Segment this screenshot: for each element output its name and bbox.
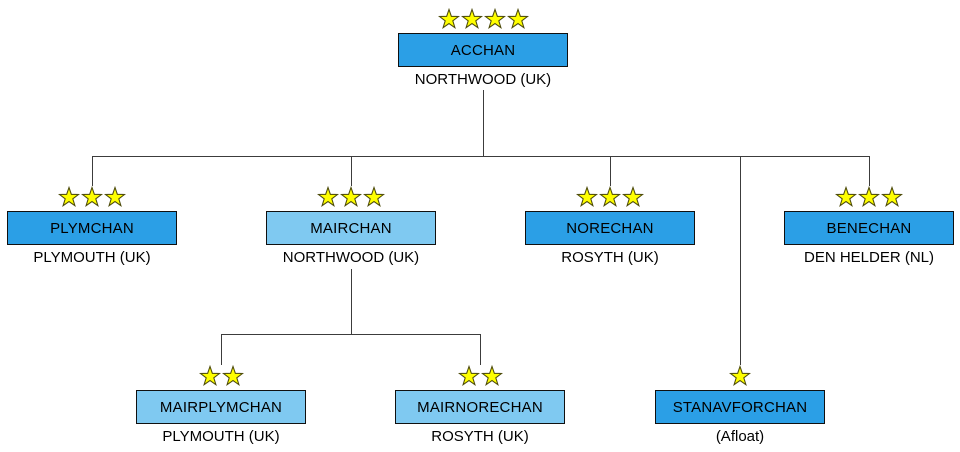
star-icon [622, 186, 644, 207]
connector-mairchan-bus [221, 334, 481, 335]
connector-mairchan-drop [351, 156, 352, 186]
connector-mairnorechan-drop [480, 334, 481, 365]
command-name: STANAVFORCHAN [672, 398, 808, 416]
star-icon [437, 8, 460, 29]
connector-norechan-drop [610, 156, 611, 186]
star-icon [104, 186, 126, 207]
org-node-benechan: BENECHAN DEN HELDER (NL) [784, 185, 954, 266]
command-name: MAIRNORECHAN [417, 398, 543, 416]
connector-mairplymchan-drop [221, 334, 222, 365]
star-icon [221, 365, 244, 386]
star-icon [198, 365, 221, 386]
command-name: NORECHAN [566, 219, 654, 237]
star-icon [858, 186, 880, 207]
rank-stars [525, 185, 695, 207]
location-label: ROSYTH (UK) [561, 249, 659, 266]
connector-main-bus [92, 156, 870, 157]
command-box: MAIRCHAN [266, 211, 436, 245]
connector-plymchan-drop [92, 156, 93, 186]
star-icon [340, 186, 362, 207]
command-name: ACCHAN [450, 41, 516, 59]
location-label: NORTHWOOD (UK) [414, 71, 552, 88]
rank-stars [7, 185, 177, 207]
connector-benechan-drop [869, 156, 870, 186]
star-icon [835, 186, 857, 207]
rank-stars [398, 7, 568, 29]
command-name: PLYMCHAN [50, 219, 134, 237]
rank-stars [655, 364, 825, 386]
command-box: BENECHAN [784, 211, 954, 245]
org-node-mairplymchan: MAIRPLYMCHAN PLYMOUTH (UK) [136, 364, 306, 445]
star-icon [729, 365, 751, 386]
star-icon [483, 8, 506, 29]
star-icon [58, 186, 80, 207]
star-icon [480, 365, 503, 386]
command-box: STANAVFORCHAN [655, 390, 825, 424]
command-box: MAIRNORECHAN [395, 390, 565, 424]
org-node-norechan: NORECHAN ROSYTH (UK) [525, 185, 695, 266]
star-icon [599, 186, 621, 207]
location-label: (Afloat) [715, 428, 765, 445]
location-label: ROSYTH (UK) [431, 428, 529, 445]
star-icon [363, 186, 385, 207]
command-name: BENECHAN [826, 219, 912, 237]
location-label: NORTHWOOD (UK) [282, 249, 420, 266]
connector-acchan-drop [483, 90, 484, 156]
rank-stars [266, 185, 436, 207]
star-icon [460, 8, 483, 29]
command-box: PLYMCHAN [7, 211, 177, 245]
star-icon [506, 8, 529, 29]
command-box: MAIRPLYMCHAN [136, 390, 306, 424]
org-node-mairchan: MAIRCHAN NORTHWOOD (UK) [266, 185, 436, 266]
command-name: MAIRPLYMCHAN [159, 398, 283, 416]
command-box: ACCHAN [398, 33, 568, 67]
location-label: DEN HELDER (NL) [803, 249, 935, 266]
command-box: NORECHAN [525, 211, 695, 245]
org-node-plymchan: PLYMCHAN PLYMOUTH (UK) [7, 185, 177, 266]
star-icon [576, 186, 598, 207]
star-icon [881, 186, 903, 207]
rank-stars [395, 364, 565, 386]
star-icon [457, 365, 480, 386]
location-label: PLYMOUTH (UK) [162, 428, 280, 445]
rank-stars [784, 185, 954, 207]
org-node-acchan: ACCHAN NORTHWOOD (UK) [398, 7, 568, 88]
location-label: PLYMOUTH (UK) [33, 249, 151, 266]
command-name: MAIRCHAN [310, 219, 392, 237]
star-icon [317, 186, 339, 207]
org-node-stanavforchan: STANAVFORCHAN (Afloat) [655, 364, 825, 445]
rank-stars [136, 364, 306, 386]
org-node-mairnorechan: MAIRNORECHAN ROSYTH (UK) [395, 364, 565, 445]
connector-mairchan-subdrop [351, 269, 352, 335]
star-icon [81, 186, 103, 207]
connector-stanavforchan-drop [740, 156, 741, 365]
